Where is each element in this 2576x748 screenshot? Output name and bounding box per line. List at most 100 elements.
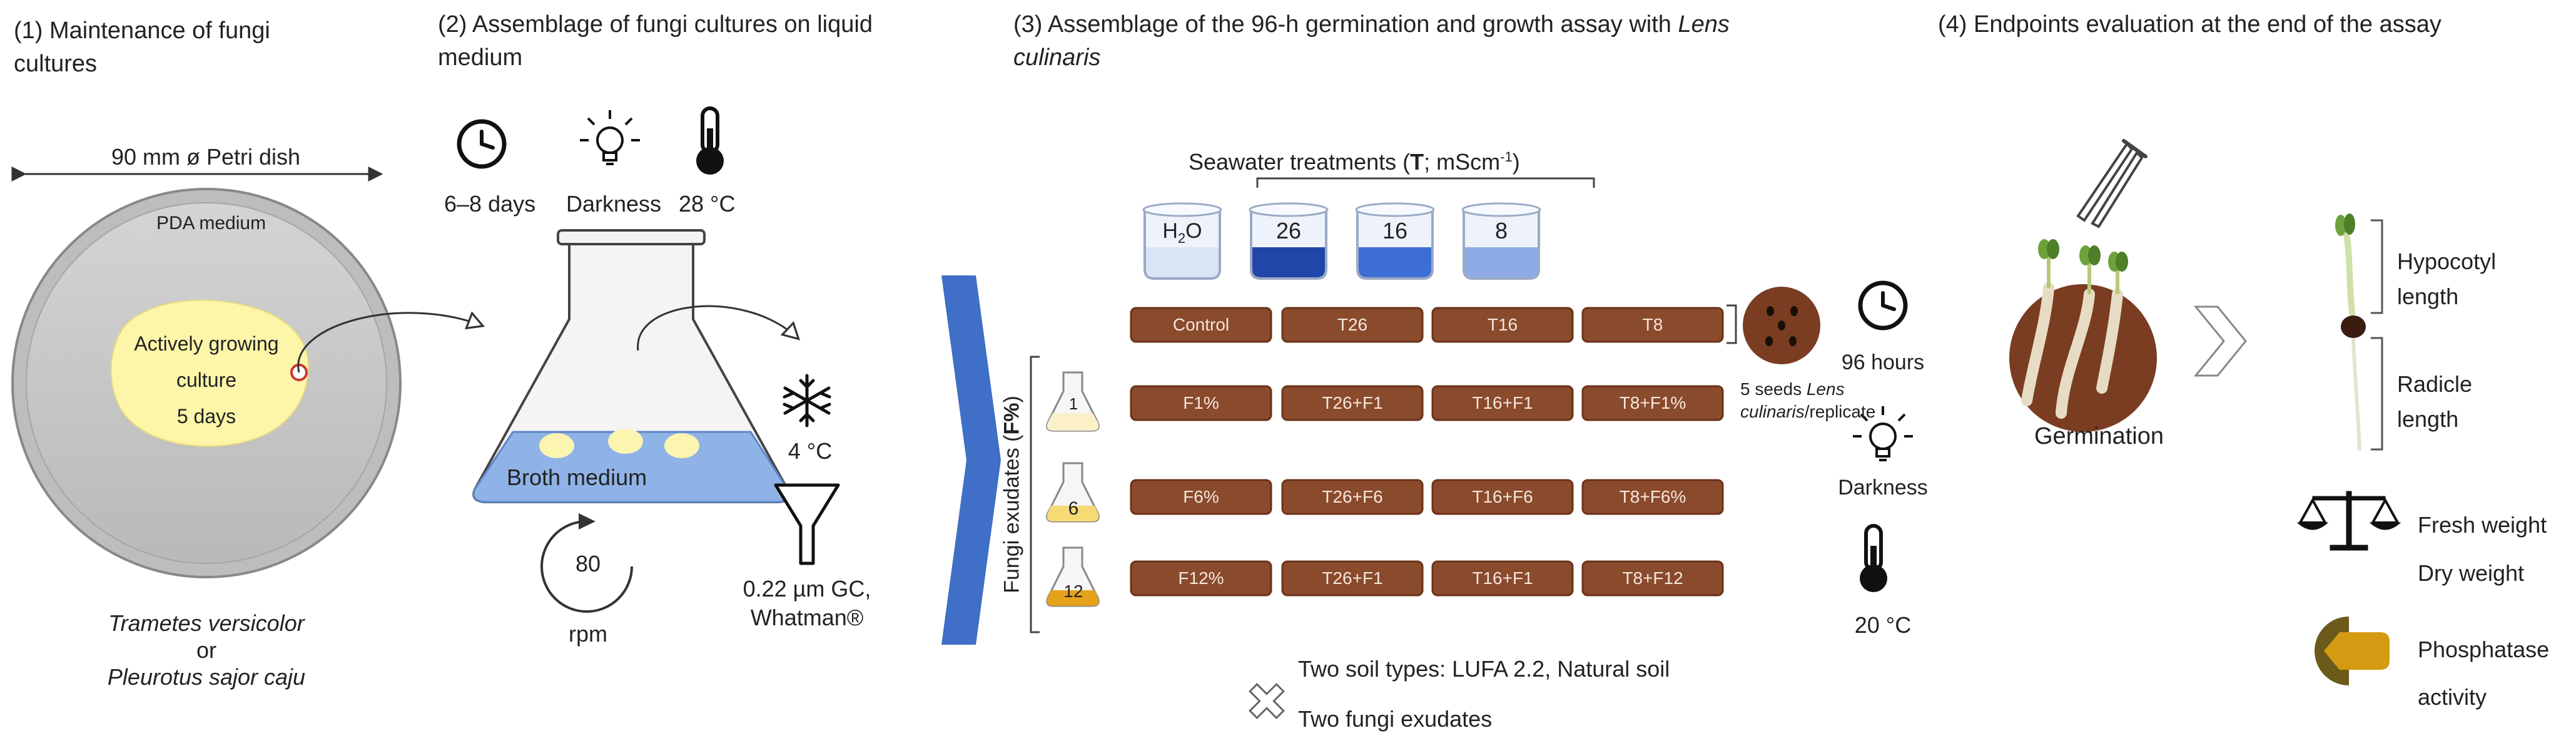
species-pleurotus: Pleurotus sajor caju [107,664,306,690]
soil-disk [1431,385,1574,421]
soil-disk [1581,307,1724,343]
dry-weight-label: Dry weight [2418,560,2525,586]
beaker-h2o-icon [1142,202,1222,280]
flask-label-6: 6 [1068,498,1079,519]
incubation-light: Darkness [566,191,662,217]
soil-disk [1130,385,1272,421]
step-4-title: (4) Endpoints evaluation at the end of t… [1938,11,2442,38]
flask-12-icon [1046,546,1100,607]
step-1-title: (1) Maintenance of fungi cultures [14,18,270,77]
disk-label: T16+F1 [1472,393,1533,412]
flask-label-12: 12 [1063,581,1083,601]
soil-disk [1581,560,1724,597]
step-2-title: (2) Assemblage of fungi cultures on liqu… [438,11,873,71]
seawater-bracket [1256,177,1595,188]
beaker-16-icon [1355,202,1435,280]
disk-label: Control [1172,315,1230,334]
soil-disk [1431,560,1574,597]
disk-label: F1% [1183,393,1219,412]
soil-disk [1431,307,1574,343]
phosphatase-icon [2315,617,2390,685]
seed-disk-icon [1743,287,1820,364]
disk-label: T16+F1 [1472,568,1533,588]
balance-scale-icon [2296,491,2401,551]
rotation-arrow-icon [540,513,633,613]
soil-disk [1281,479,1424,515]
disk-label: T26+F1 [1322,393,1383,412]
flask-1-icon [1046,371,1100,432]
clock-icon [457,119,507,169]
section-chevron-grey [2193,305,2247,377]
hypocotyl-bracket [2371,219,2383,314]
disk-label: T26 [1337,315,1368,334]
fungal-culture-blob [110,299,309,447]
beaker-label-8: 8 [1494,218,1508,243]
soil-disk [1581,385,1724,421]
assay-duration: 96 hours [1841,351,1925,374]
control-row-bracket [1727,304,1737,344]
fungi-exudates-bracket [1030,356,1040,633]
seeds-per-replicate: 5 seeds Lens culinaris/replicate [1740,379,1876,421]
disk-label: T8+F1% [1619,393,1686,412]
assay-temp: 20 °C [1854,612,1912,638]
soil-types-text: Two soil types: LUFA 2.2, Natural soil [1298,656,1670,682]
storage-temp: 4 °C [788,438,833,464]
section-chevron-blue [941,275,1001,645]
species-or: or [196,637,216,663]
culture-label: Actively growing culture 5 days [134,332,279,428]
erlenmeyer-flask-icon [472,229,791,503]
snowflake-icon [783,374,831,428]
species-trametes: Trametes versicolor [108,610,305,636]
disk-label: T8+F12 [1622,568,1683,588]
disk-label: T8 [1642,315,1663,334]
step-3-title: (3) Assemblage of the 96-h germination a… [1013,11,1730,71]
soil-disk [1281,385,1424,421]
soil-disk [1130,307,1272,343]
pda-medium-label: PDA medium [156,213,266,233]
petri-dish-label: 90 mm ø Petri dish [111,144,301,170]
tweezers-icon [2076,139,2148,228]
incubation-time: 6–8 days [444,191,536,217]
disk-label: T26+F1 [1322,568,1383,588]
soil-disk [1130,479,1272,515]
thermometer-icon-2 [1860,524,1887,592]
transfer-arrow [297,313,482,373]
fungi-exudates-label: Fungi exudates (F%) [1000,396,1024,593]
beaker-label-16: 16 [1382,218,1408,243]
soil-disk [1581,479,1724,515]
beaker-label-h2o: H2O [1162,219,1202,246]
flask-6-icon [1046,462,1100,523]
disk-label: F6% [1183,487,1219,506]
germination-disk-icon [2009,239,2157,432]
radicle-bracket [2371,337,2383,451]
assay-light: Darkness [1838,476,1928,500]
broth-medium-label: Broth medium [507,464,647,490]
beaker-label-26: 26 [1275,218,1302,243]
rpm-value: 80 [575,551,601,576]
funnel-icon [774,483,840,565]
incubation-temp: 28 °C [679,191,736,217]
thermometer-icon [696,106,724,175]
phosphatase-label: Phosphatase activity [2418,637,2550,710]
soil-disk-grid [1130,307,1724,597]
disk-label: T16+F6 [1472,487,1533,506]
soil-disk [1281,307,1424,343]
lightbulb-off-icon [580,110,640,165]
soil-disk [1431,479,1574,515]
soil-disk [1281,560,1424,597]
rpm-unit: rpm [569,621,607,647]
seawater-treatments-label: Seawater treatments (T; mScm-1) [1189,149,1520,175]
disk-label: T26+F6 [1322,487,1383,506]
hypocotyl-label: Hypocotyl length [2397,248,2497,309]
disk-label: F12% [1178,568,1224,588]
radicle-label: Radicle length [2397,371,2473,432]
clock-icon-96h [1858,280,1908,330]
filter-label: 0.22 µm GC, Whatman® [743,576,871,630]
flask-label-1: 1 [1068,394,1078,413]
germination-label: Germination [2034,423,2164,449]
soil-disk [1130,560,1272,597]
seedling-icon [2335,213,2366,451]
beaker-8-icon [1461,202,1541,280]
disk-label: T16 [1487,315,1518,334]
